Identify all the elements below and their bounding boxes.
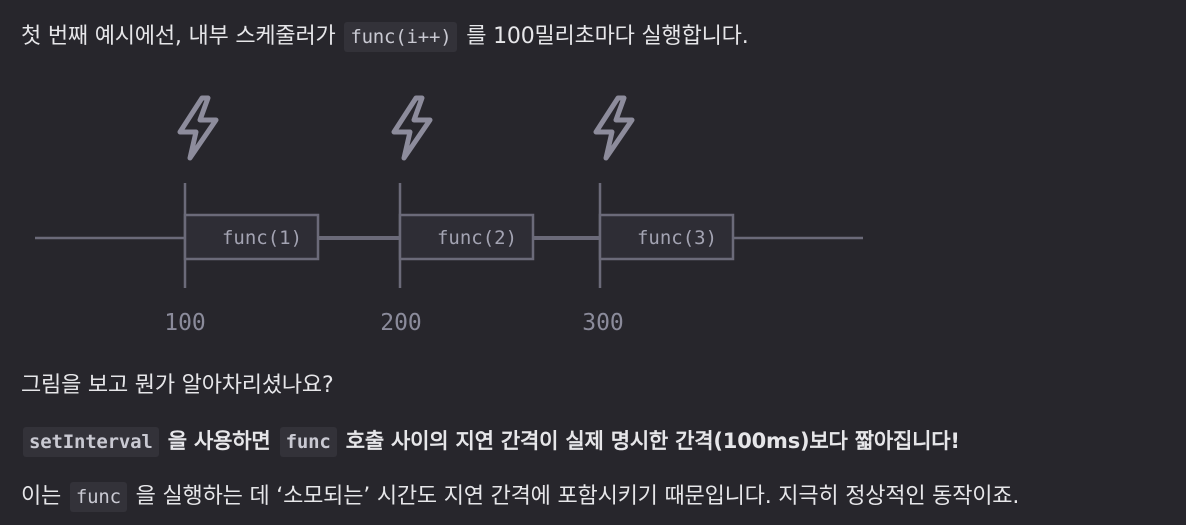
lightning-bolt-icon [391,95,433,161]
explanation-text-before: 이는 [21,484,62,509]
setinterval-timeline-diagram: func(1) func(2) func(3) 100 200 300 [35,95,863,336]
call-label: func(1) [222,227,302,249]
intro-paragraph: 첫 번째 예시에선, 내부 스케줄러가 func(i++) 를 100밀리초마다… [21,22,749,52]
inline-code-func: func [279,427,337,457]
explanation-text-after: 을 실행하는 데 ‘소모되는’ 시간도 지연 간격에 포함시키기 때문입니다. … [135,484,1020,509]
question-paragraph: 그림을 보고 뭔가 알아차리셨나요? [21,371,334,401]
explanation-paragraph: 이는 func 을 실행하는 데 ‘소모되는’ 시간도 지연 간격에 포함시키기… [21,482,1019,512]
intro-text-before: 첫 번째 예시에선, 내부 스케줄러가 [21,24,336,49]
intro-text-after: 를 100밀리초마다 실행합니다. [466,24,749,49]
inline-code-setinterval: setInterval [23,427,159,457]
statement-text-part2: 호출 사이의 지연 간격이 실제 명시한 간격(100ms)보다 짧아집니다! [345,429,960,453]
call-label: func(3) [637,227,717,249]
inline-code-func: func [69,482,127,512]
inline-code-func-increment: func(i++) [344,22,458,52]
call-box [598,213,735,261]
call-label: func(2) [437,227,517,249]
tick-label: 100 [164,310,206,336]
statement-paragraph: setInterval 을 사용하면 func 호출 사이의 지연 간격이 실제… [21,426,960,457]
lightning-bolt-icon [177,95,219,161]
statement-text-part1: 을 사용하면 [167,429,271,453]
tick-label: 200 [380,310,422,336]
lightning-bolt-icon [593,95,635,161]
call-box [183,213,320,261]
call-box [398,213,535,261]
tick-label: 300 [582,310,624,336]
question-text: 그림을 보고 뭔가 알아차리셨나요? [21,373,334,398]
